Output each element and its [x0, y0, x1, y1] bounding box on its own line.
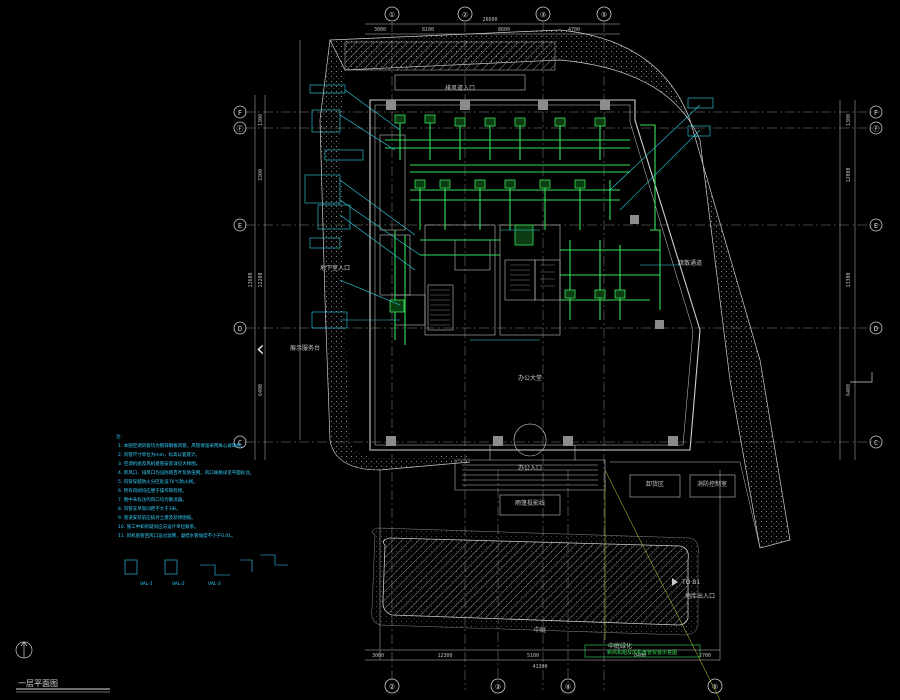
left-dim: 3300 [258, 169, 264, 181]
leader-lines [339, 89, 701, 341]
bottom-axis-label: ② [389, 683, 395, 691]
note-line: 8. 风管支吊架间距不大于3米。 [118, 505, 181, 512]
note-line: 6. 所有风阀均应便于操作和检修。 [118, 487, 187, 494]
title-block-text: 新风机组及风机盘管安装示意图 [607, 649, 677, 656]
note-line: 10. 施工中如有疑问应与设计单位联系。 [118, 523, 199, 530]
left-dim: 1300 [258, 114, 264, 126]
dimension-texts: 26600 3000 8100 8600 4700 3000 12300 510… [248, 17, 852, 670]
bottom-dim: 12300 [437, 653, 452, 659]
room-label: 消防控制室 [697, 480, 727, 488]
lower-rooms [499, 474, 736, 516]
bottom-dim: 41300 [532, 664, 547, 670]
left-dim: 12200 [258, 272, 264, 287]
room-label: 中庭绿化 [608, 642, 632, 650]
right-dim: 1300 [846, 114, 852, 126]
room-label: 疏散通道 [678, 259, 702, 267]
stairs [430, 264, 555, 326]
right-axis-label: F [874, 109, 878, 117]
room-label: 排风道入口 [445, 84, 475, 92]
note-line: 4. 新风口、排风口均设防雨百叶及防虫网，风口规格详见平面标注。 [118, 469, 254, 476]
previous-view-button[interactable]: ‹ [256, 337, 265, 362]
top-dim: 8600 [498, 27, 510, 33]
room-label: 办公大堂 [518, 374, 542, 382]
drawing-title: 一层平面图 [18, 679, 58, 688]
top-dim: 3000 [374, 27, 386, 33]
room-label: 雨篷投影线 [515, 499, 545, 507]
legend-label: VAL-3 [208, 581, 221, 587]
room-label: 办公入口 [518, 464, 542, 472]
bottom-axis-label: ④ [565, 683, 571, 691]
bottom-axis-bubbles: ② ③ ④ ⑤ [384, 678, 723, 694]
left-axis-label: Ⓕ [237, 125, 244, 133]
left-axis-bubbles: F Ⓕ E D C [233, 105, 247, 449]
top-dim: 8100 [422, 27, 434, 33]
room-label: 地下室入口 [320, 264, 350, 272]
site-boundary-left-inner [320, 40, 470, 470]
columns [386, 100, 678, 446]
right-axis-label: E [874, 222, 878, 230]
room-labels: 排风道入口 地下室入口 展示服务台 办公大堂 疏散通道 办公入口 雨篷投影线 中… [290, 84, 727, 650]
top-dim: 26600 [482, 17, 497, 23]
building-walls [369, 99, 701, 451]
right-dim: 12000 [846, 167, 852, 182]
ramp-label: TO B1 [681, 579, 700, 586]
top-axis-label: ① [389, 11, 395, 19]
left-axis-label: F [238, 109, 242, 117]
top-axis-bubbles: ① ② ③ ⑤ [384, 6, 612, 22]
legend-label: VAL-1 [140, 581, 153, 587]
note-line: 2. 风管尺寸单位为mm，标高以管底计。 [118, 451, 200, 458]
top-hatched-strip [344, 41, 556, 71]
top-axis-label: ② [462, 11, 468, 19]
bottom-axis-label: ⑤ [712, 683, 718, 691]
entrance-steps [454, 423, 606, 491]
drawing-title-block: 一层平面图 [15, 641, 110, 693]
left-dim: 6400 [258, 384, 264, 396]
general-notes: 注: 1. 本图空调风管均为镀锌钢板风管，风管保温采用离心玻璃棉。 2. 风管尺… [116, 433, 254, 539]
right-axis-label: Ⓕ [873, 125, 880, 133]
top-dim: 4700 [568, 27, 580, 33]
top-axis-label: ⑤ [601, 11, 607, 19]
bottom-dim: 2700 [699, 653, 711, 659]
title-block: 新风机组及风机盘管安装示意图 [584, 644, 701, 658]
legend-details [124, 554, 288, 576]
room-label: 卸货区 [646, 480, 664, 488]
right-axis-label: C [874, 439, 878, 447]
bottom-axis-label: ③ [495, 683, 501, 691]
left-axis-label: E [238, 222, 242, 230]
note-line: 9. 管道安装前应核对土建及装修图纸。 [118, 514, 196, 521]
right-axis-bubbles: F Ⓕ E D C [869, 105, 883, 449]
legend-labels: VAL-1 VAL-2 VAL-3 [140, 581, 221, 587]
right-dim: 6400 [846, 384, 852, 396]
equipment-tags [304, 84, 714, 329]
dimension-lines [254, 23, 856, 661]
notes-header: 注: [116, 433, 122, 440]
room-label: 地库出入口 [685, 592, 715, 600]
bottom-dim: 8400 [634, 653, 646, 659]
note-line: 7. 图中未标注的风口均为散流器。 [118, 496, 187, 503]
right-axis-label: D [874, 325, 878, 333]
legend-label: VAL-2 [172, 581, 185, 587]
left-axis-label: D [238, 325, 242, 333]
bottom-dim: 3000 [372, 653, 384, 659]
left-dim: 13600 [248, 272, 254, 287]
note-line: 1. 本图空调风管均为镀锌钢板风管，风管保温采用离心玻璃棉。 [118, 442, 245, 449]
grid-lines [245, 22, 880, 690]
note-line: 11. 风机盘管回风口设过滤网，凝结水管坡度不小于0.01。 [118, 532, 236, 539]
hvac-ducts [385, 120, 661, 345]
note-line: 3. 空调机组及风机盘管安装详见大样图。 [118, 460, 200, 467]
room-label: 展示服务台 [290, 344, 320, 352]
ramp-arrow-icon [672, 578, 678, 586]
right-dim: 13300 [846, 272, 852, 287]
ramp-outline [371, 527, 699, 636]
left-axis-label: C [238, 439, 242, 447]
top-hatched-strip-outline [394, 74, 526, 91]
top-axis-label: ③ [540, 11, 546, 19]
corner-mark [850, 372, 873, 383]
note-line: 5. 风管穿越防火分区处设70℃防火阀。 [118, 478, 198, 485]
bottom-dim: 5100 [527, 653, 539, 659]
